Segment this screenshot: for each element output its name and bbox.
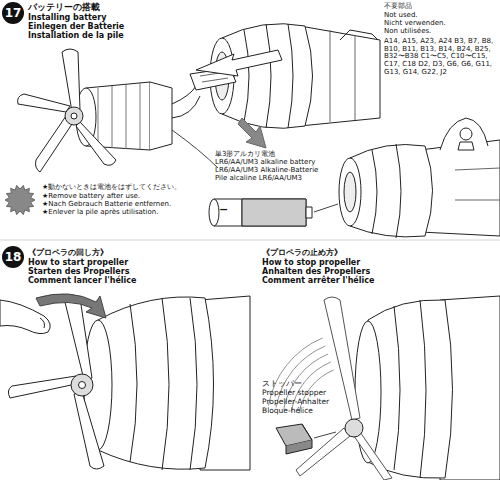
part-label: Bloque-hélice xyxy=(262,407,313,415)
battery xyxy=(209,199,338,226)
note-heading: Nicht verwenden. xyxy=(384,20,446,28)
note-heading: Not used. xyxy=(384,12,418,20)
step-number-text: 18 xyxy=(5,250,22,264)
step-heading: Einlegen der Batterie xyxy=(28,23,124,32)
step-number: 18 xyxy=(2,246,24,268)
step-heading: Comment arrêter l'hélice xyxy=(262,277,374,286)
rotation-arrow xyxy=(36,294,106,318)
warning-note: ★Remove battery after use. xyxy=(42,193,140,201)
step-heading: 《プロペラの止め方》 xyxy=(262,249,342,258)
part-label: Propeller-Anhalter xyxy=(262,398,329,406)
plane-stop-view xyxy=(296,296,500,480)
step-divider xyxy=(0,240,500,241)
step-heading: How to start propeller xyxy=(28,259,128,268)
warning-note: ★Enlever la pile après utilisation. xyxy=(42,209,158,217)
note-heading: Non utilisées. xyxy=(384,28,431,36)
part-label: 単3形アルカリ電池 xyxy=(215,151,275,159)
step-heading: 《プロペラの回し方》 xyxy=(28,249,108,258)
part-label: Pile alcaline LR6/AA/UM3 xyxy=(215,175,302,183)
step-number: 17 xyxy=(2,2,24,24)
insert-arrow xyxy=(196,50,282,76)
step-heading: Starten des Propellers xyxy=(28,268,129,277)
step-heading: Installation de la pile xyxy=(28,32,124,41)
part-label: LR6/AA/UM3 alkaline battery xyxy=(215,159,315,167)
propeller-stopper xyxy=(276,424,336,454)
part-label: LR6/AA/UM3 Alkaline-Batterie xyxy=(215,167,318,175)
plane-nose-lower xyxy=(339,118,500,238)
step-heading: Comment lancer l'hélice xyxy=(28,277,136,286)
polarity-mark: − xyxy=(219,204,228,216)
warning-badge xyxy=(5,185,35,214)
step-number-text: 17 xyxy=(5,6,22,20)
warning-note: ★Nach Gebrauch Batterie entfernen. xyxy=(42,201,171,209)
direction-arrow xyxy=(238,118,266,148)
step-heading: How to stop propeller xyxy=(262,259,360,268)
step-heading: Installing battery xyxy=(28,14,106,23)
note-heading: 不要部品 xyxy=(384,3,412,11)
warning-note: ★動かないときは電池をはずしてください。 xyxy=(42,184,181,192)
part-label: Propeller stopper xyxy=(262,389,326,397)
part-label: ストッパー xyxy=(262,380,302,388)
step-heading: バッテリーの搭載 xyxy=(28,3,100,12)
parts-list: A14, A15, A23, A24 B3, B7, B8, B10, B11,… xyxy=(384,38,496,76)
motor-propeller-unit xyxy=(18,49,172,172)
step-heading: Anhalten des Propellers xyxy=(262,268,370,277)
